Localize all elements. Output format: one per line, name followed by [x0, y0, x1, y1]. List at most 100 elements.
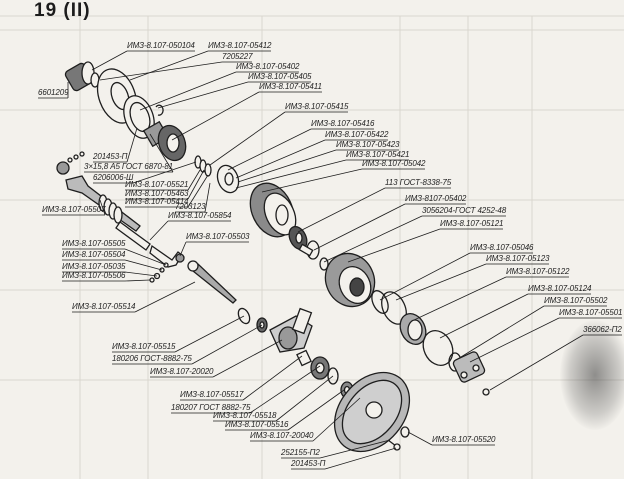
part-ring-05518 — [327, 367, 339, 385]
leader-line — [319, 439, 391, 459]
leader-line — [124, 279, 151, 282]
leader-line — [139, 71, 237, 111]
leader-line — [187, 174, 209, 208]
part-gearbox-cover — [324, 252, 376, 308]
leader-line — [204, 182, 211, 213]
part-circlip — [155, 104, 164, 116]
part-bearing-113 — [288, 225, 308, 251]
part-number-label: ИМЗ-8.107-05506 — [62, 271, 126, 280]
part-clutch-housing — [249, 182, 297, 238]
part-number-label: ИМЗ-8.107-05124 — [528, 284, 592, 293]
part-nut-05122 — [399, 312, 427, 346]
part-number-label: 7203123 — [175, 202, 206, 211]
part-number-label: ИМЗ-8.107-050104 — [127, 41, 195, 50]
part-number-label: 180207 ГОСТ 8882-75 — [171, 403, 251, 412]
leader-line — [235, 139, 326, 179]
leader-line — [395, 263, 487, 301]
part-number-label: ИМЗ-8.107-05423 — [336, 140, 400, 149]
leader-line — [235, 159, 347, 189]
part-number-label: 201453-П — [93, 152, 128, 161]
part-number-label: ИМЗ-8.107-05502 — [544, 296, 608, 305]
part-number-label: 6601209 — [38, 88, 69, 97]
part-number-label: ИМЗ-8.107-05463 — [125, 189, 189, 198]
leader-line — [275, 375, 334, 422]
leader-line — [379, 252, 471, 301]
leader-line — [347, 228, 441, 263]
leader-line — [179, 241, 187, 257]
part-number-label: 3056204-ГОСТ 4252-48 — [422, 206, 507, 215]
ink-smudge — [560, 320, 624, 430]
part-number-label: ИМЗ-8.107-05507 — [42, 205, 106, 214]
part-number-label: ИМЗ-8.107-05123 — [486, 254, 550, 263]
part-number-label: 113 ГОСТ-8338-75 — [385, 178, 452, 187]
leader-line — [91, 50, 128, 71]
part-number-label: ИМЗ-8.107-05514 — [72, 302, 136, 311]
part-flange-05402 — [298, 240, 320, 260]
leader-line — [149, 220, 169, 241]
leader-line — [312, 397, 361, 442]
part-springs — [194, 155, 212, 177]
part-ring-05520 — [400, 426, 410, 438]
part-number-label: ИМЗ-8.107-05402 — [236, 62, 300, 71]
leader-line — [242, 355, 303, 401]
leader-line — [227, 128, 312, 171]
part-number-label: ИМЗ-8.107-05520 — [432, 435, 496, 444]
part-number-label: ИМЗ-8.107-05411 — [259, 82, 322, 91]
part-number-label: 201453-П — [291, 459, 326, 468]
part-seal — [371, 290, 389, 314]
part-number-label: ИМЗ-8.107-05416 — [311, 119, 375, 128]
part-bearing-180207 — [310, 356, 330, 380]
leader-line — [313, 203, 406, 251]
leader-line — [324, 447, 397, 470]
part-cross-spider — [56, 151, 85, 175]
leader-line — [249, 365, 321, 414]
part-sleeve-05517 — [296, 349, 312, 367]
leader-line — [134, 281, 196, 313]
part-number-label: 180206 ГОСТ-8882-75 — [112, 354, 192, 363]
part-number-label: ИМЗ-8.107-05421 — [346, 150, 410, 159]
part-number-label: ИМЗ-8.107-05521 — [125, 180, 189, 189]
part-yoke-05501 — [452, 351, 486, 383]
part-number-label: ИМЗ-8.107-05046 — [470, 243, 534, 252]
leader-line — [261, 168, 363, 193]
part-number-label: ИМЗ-8.107-05516 — [225, 420, 289, 429]
leader-line — [126, 127, 138, 163]
part-number-label: ИМЗ-8.107-05515 — [112, 342, 176, 351]
part-number-label: 6206006-Ш — [93, 173, 134, 182]
part-gasket — [123, 95, 155, 139]
part-brake-disk-20040 — [333, 371, 411, 453]
part-number-label: 366062-П2 — [583, 325, 622, 334]
part-number-label: ИМЗ-8.107-20040 — [250, 431, 314, 440]
part-number-label: ИМЗ-8.107-05505 — [62, 239, 126, 248]
leader-line — [191, 324, 263, 365]
part-number-label: ИМЗ-8.107-05518 — [213, 411, 277, 420]
part-cardan-shaft — [187, 260, 237, 304]
leader-line — [287, 389, 345, 431]
leader-line — [209, 111, 286, 166]
part-lock-washer — [422, 329, 454, 367]
part-boot-spring — [98, 194, 123, 224]
leader-line — [455, 305, 545, 361]
part-bolt-366062 — [482, 388, 490, 396]
part-thrust-plate — [216, 164, 240, 194]
part-number-label: ИМЗ-8.107-20020 — [150, 367, 214, 376]
part-number-label: ИМЗ-8.107-05122 — [506, 267, 570, 276]
part-number-label: ИМЗ-8.107-05501 — [559, 308, 623, 317]
part-number-label: ИМЗ-8.107-05415 — [285, 102, 349, 111]
leader-line — [99, 199, 106, 216]
leader-line — [212, 339, 283, 378]
leader-line — [174, 315, 245, 353]
part-number-label: ИМЗ-8.107-05503 — [186, 232, 250, 241]
leader-line — [187, 169, 201, 191]
part-number-label: ИМЗ-8.107-05412 — [208, 41, 272, 50]
leader-line — [124, 271, 158, 277]
leader-line — [297, 187, 386, 233]
part-number-label: ИМЗ-8.107-05517 — [180, 390, 244, 399]
part-number-label: ИМЗ-8.107-05422 — [325, 130, 389, 139]
page-title: 19 (II) — [34, 0, 91, 21]
part-number-label: 252155-П2 — [281, 448, 320, 457]
leader-line — [171, 91, 260, 141]
part-number-label: ИМЗ-8.107-05405 — [248, 72, 312, 81]
